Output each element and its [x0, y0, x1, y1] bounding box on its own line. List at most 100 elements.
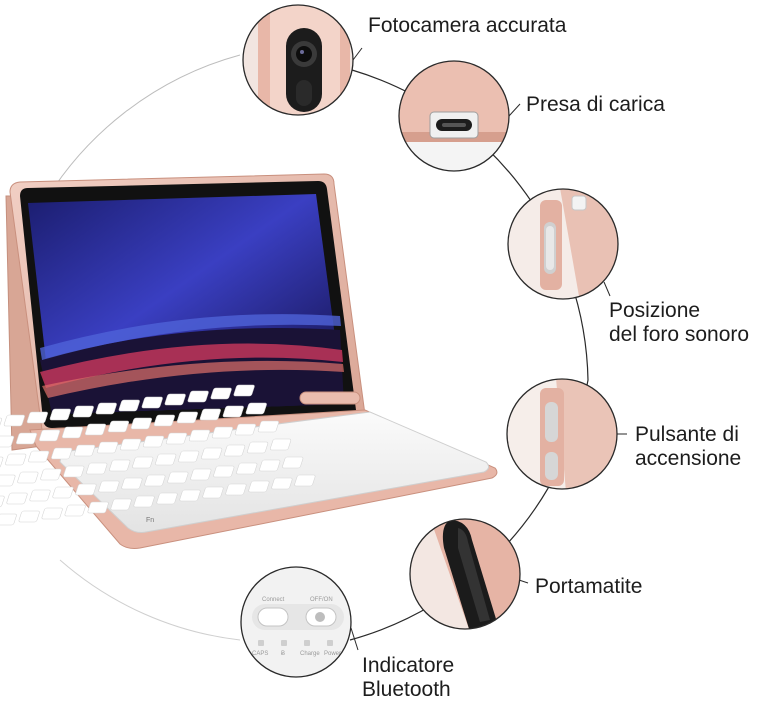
- keyboard-key: [199, 408, 221, 421]
- keyboard-key: [248, 480, 270, 493]
- tablet-case-group: Fn: [0, 173, 498, 549]
- keyboard-key: [38, 429, 61, 442]
- keyboard-key: [179, 489, 201, 502]
- keyboard-key: [17, 471, 39, 484]
- keyboard-key: [87, 501, 109, 514]
- feature-label-pencil-holder: Portamatite: [535, 575, 643, 598]
- keyboard-key: [210, 387, 232, 400]
- feature-label-power-line2: accensione: [635, 447, 742, 470]
- keyboard-key: [271, 477, 293, 490]
- keyboard-key: [110, 498, 132, 511]
- keyboard-key: [18, 510, 40, 523]
- keyboard-key: [247, 441, 269, 454]
- power-label: Power: [324, 651, 341, 657]
- keyboard-key: [0, 495, 5, 508]
- keyboard-key: [0, 513, 17, 526]
- keyboard-key: [74, 444, 96, 457]
- keyboard-key: [75, 483, 97, 496]
- keyboard-key: [61, 426, 84, 439]
- keyboard-key: [29, 489, 51, 502]
- camera-detail-circle: [243, 5, 353, 115]
- keyboard-key: [156, 492, 178, 505]
- keyboard-key: [233, 384, 255, 397]
- keyboard-key: [3, 414, 25, 427]
- pencil-holder-circle: [410, 519, 520, 629]
- keyboard-key: [0, 456, 4, 469]
- keyboard-key: [40, 468, 62, 481]
- connect-label: Connect: [262, 597, 285, 603]
- keyboard-key: [0, 435, 15, 448]
- bluetooth-indicator-circle: Connect OFF/ON CAPS Ƀ Charge Power: [241, 567, 351, 677]
- bluetooth-symbol-label: Ƀ: [281, 651, 285, 657]
- speaker-hole-circle: [508, 189, 618, 299]
- charge-label: Charge: [300, 651, 320, 657]
- keyboard-key: [107, 420, 129, 433]
- keyboard-key: [49, 408, 71, 421]
- feature-label-charging-port: Presa di carica: [526, 93, 665, 116]
- power-button-circle: [507, 379, 617, 489]
- keyboard-key: [225, 483, 247, 496]
- keyboard-key: [28, 450, 50, 463]
- keyboard-key: [130, 417, 152, 430]
- keyboard-key: [26, 411, 48, 424]
- keyboard-key: [222, 405, 244, 418]
- keyboard-key: [213, 465, 235, 478]
- keyboard-key: [118, 399, 140, 412]
- keyboard-key: [270, 438, 292, 451]
- keyboard-key: [51, 447, 73, 460]
- keyboard-key: [155, 453, 177, 466]
- feature-label-bluetooth-line1: Indicatore: [362, 654, 455, 677]
- keyboard-key: [202, 486, 224, 499]
- keyboard-key: [234, 423, 257, 436]
- keyboard-key: [141, 396, 163, 409]
- keyboard-key: [86, 462, 108, 475]
- keyboard-key: [178, 450, 200, 463]
- fn-key-label: Fn: [146, 517, 154, 524]
- keyboard-key: [109, 459, 131, 472]
- keyboard-key: [144, 474, 166, 487]
- feature-label-bluetooth-line2: Bluetooth: [362, 678, 451, 701]
- feature-label-speaker-line2: del foro sonoro: [609, 323, 750, 346]
- keyboard-key: [98, 480, 120, 493]
- keyboard-key: [165, 432, 188, 445]
- keyboard-key: [0, 474, 16, 487]
- keyboard-key: [211, 426, 234, 439]
- off-on-label: OFF/ON: [310, 597, 333, 603]
- keyboard-key: [282, 456, 304, 469]
- feature-label-speaker-line1: Posizione: [609, 299, 701, 322]
- keyboard-key: [294, 474, 316, 487]
- keyboard-key: [95, 402, 117, 415]
- keyboard-keys: [0, 384, 316, 526]
- keyboard-key: [64, 504, 86, 517]
- caps-label: CAPS: [252, 651, 268, 657]
- keyboard-key: [63, 465, 85, 478]
- keyboard-key: [167, 471, 189, 484]
- keyboard-key: [6, 492, 28, 505]
- keyboard-key: [133, 495, 155, 508]
- keyboard-key: [5, 453, 27, 466]
- keyboard-key: [164, 393, 186, 406]
- feature-label-power-line1: Pulsante di: [635, 423, 739, 446]
- keyboard-key: [187, 390, 209, 403]
- keyboard-key: [0, 417, 2, 430]
- keyboard-key: [121, 477, 143, 490]
- keyboard-key: [259, 459, 281, 472]
- keyboard-key: [41, 507, 63, 520]
- keyboard-key: [190, 468, 212, 481]
- keyboard-key: [120, 438, 142, 451]
- keyboard-key: [15, 432, 38, 445]
- keyboard-key: [132, 456, 154, 469]
- keyboard-key: [84, 423, 107, 436]
- keyboard-key: [224, 444, 246, 457]
- feature-label-camera: Fotocamera accurata: [368, 14, 567, 37]
- keyboard-key: [236, 462, 258, 475]
- keyboard-key: [153, 414, 175, 427]
- keyboard-key: [72, 405, 94, 418]
- keyboard-key: [257, 420, 279, 433]
- background-arc-bottom: [59, 559, 241, 641]
- keyboard-key: [97, 441, 119, 454]
- keyboard-key: [52, 486, 74, 499]
- keyboard-key: [188, 429, 211, 442]
